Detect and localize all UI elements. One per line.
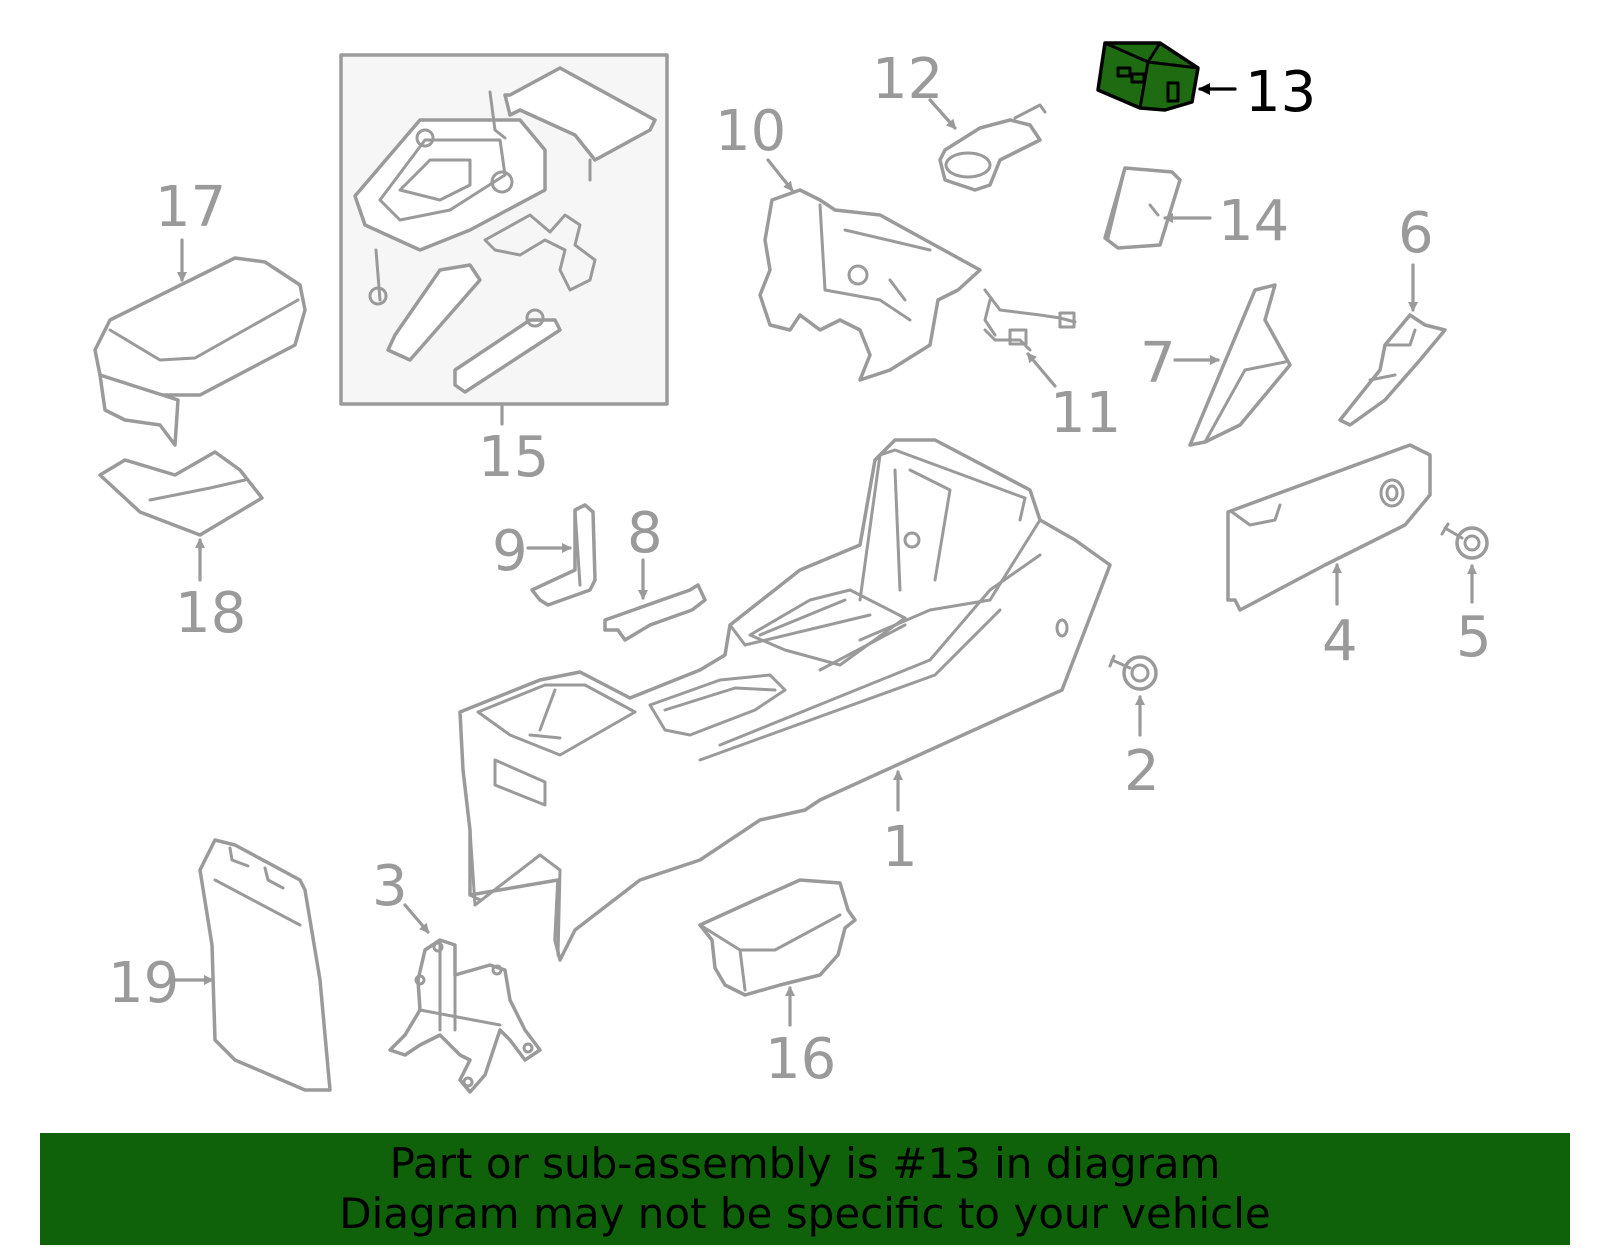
callout-12: 12: [872, 47, 943, 112]
callout-19: 19: [108, 951, 179, 1016]
leader-3: [403, 903, 430, 934]
part-6-trim-bracket[interactable]: [1338, 313, 1447, 427]
part-17-armrest[interactable]: [93, 256, 307, 447]
callout-3: 3: [372, 854, 408, 919]
part-11-wiring-harness[interactable]: [983, 288, 1077, 352]
banner-line-disclaimer: Diagram may not be specific to your vehi…: [339, 1189, 1271, 1238]
callout-7: 7: [1140, 331, 1176, 396]
leader-10: [766, 158, 794, 192]
callout-17: 17: [155, 175, 226, 240]
callout-5: 5: [1456, 605, 1492, 670]
callout-15: 15: [478, 425, 549, 490]
callout-8: 8: [627, 501, 663, 566]
banner-line-part-number: Part or sub-assembly is #13 in diagram: [389, 1139, 1221, 1188]
callout-1: 1: [882, 815, 918, 880]
part-7-side-trim[interactable]: [1188, 283, 1292, 447]
part-19-rear-cover[interactable]: [198, 838, 332, 1092]
callout-16: 16: [765, 1027, 836, 1092]
info-banner: Part or sub-assembly is #13 in diagram D…: [40, 1133, 1570, 1245]
part-9-bracket[interactable]: [530, 503, 597, 607]
leader-11: [1026, 352, 1057, 388]
callout-14: 14: [1218, 189, 1289, 254]
part-2-clip[interactable]: [1108, 654, 1158, 691]
part-8-bracket[interactable]: [603, 583, 707, 642]
callout-6: 6: [1398, 201, 1434, 266]
callout-4: 4: [1322, 609, 1358, 674]
part-14-switch[interactable]: [1103, 166, 1182, 250]
part-10-console-bracket[interactable]: [758, 188, 982, 382]
callout-10: 10: [715, 99, 786, 164]
callout-18: 18: [175, 581, 246, 646]
part-16-storage-tray[interactable]: [698, 878, 857, 997]
callout-13: 13: [1245, 60, 1316, 125]
callout-2: 2: [1124, 739, 1160, 804]
part-5-clip[interactable]: [1440, 522, 1489, 560]
callout-9: 9: [492, 519, 528, 584]
part-3-mounting-bracket[interactable]: [388, 938, 542, 1094]
leader-12: [928, 98, 957, 130]
part-4-side-panel[interactable]: [1226, 443, 1432, 612]
part-18-armrest-mat[interactable]: [98, 450, 264, 537]
part-15-shift-lever-assembly[interactable]: [339, 53, 669, 406]
part-13-usb-module-highlighted[interactable]: [1096, 41, 1200, 112]
part-12-power-socket[interactable]: [938, 103, 1047, 192]
callout-11: 11: [1050, 381, 1121, 446]
part-1-center-console[interactable]: [458, 438, 1112, 962]
